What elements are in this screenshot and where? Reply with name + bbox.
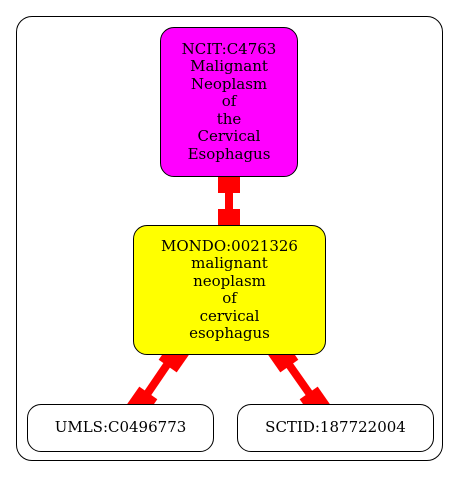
node-umls-c0496773[interactable]: UMLS:C0496773 — [27, 404, 214, 452]
node-label-line: SCTID:187722004 — [265, 418, 406, 437]
node-label-line: of — [222, 289, 237, 307]
node-label-line: malignant — [191, 254, 268, 272]
node-label-line: of — [221, 92, 237, 111]
node-label-line: cervical — [199, 306, 260, 325]
node-label-line: MONDO:0021326 — [161, 236, 298, 255]
node-label-line: the — [216, 109, 242, 128]
node-label-line: Esophagus — [187, 144, 271, 163]
node-mondo-0021326[interactable]: MONDO:0021326 malignant neoplasm of cerv… — [133, 225, 326, 355]
node-label-line: esophagus — [189, 324, 270, 342]
node-label-line: neoplasm — [193, 271, 266, 290]
node-label-line: NCIT:C4763 — [181, 39, 277, 58]
node-label-line: Malignant — [190, 57, 268, 76]
node-label-line: Neoplasm — [190, 74, 268, 93]
node-ncit-c4763[interactable]: NCIT:C4763 Malignant Neoplasm of the Cer… — [160, 27, 298, 177]
node-label-line: Cervical — [197, 127, 261, 146]
edge-ncit-mondo — [218, 171, 240, 231]
node-sctid-187722004[interactable]: SCTID:187722004 — [237, 404, 434, 452]
node-label-line: UMLS:C0496773 — [54, 418, 187, 437]
graph-cluster — [16, 16, 443, 461]
